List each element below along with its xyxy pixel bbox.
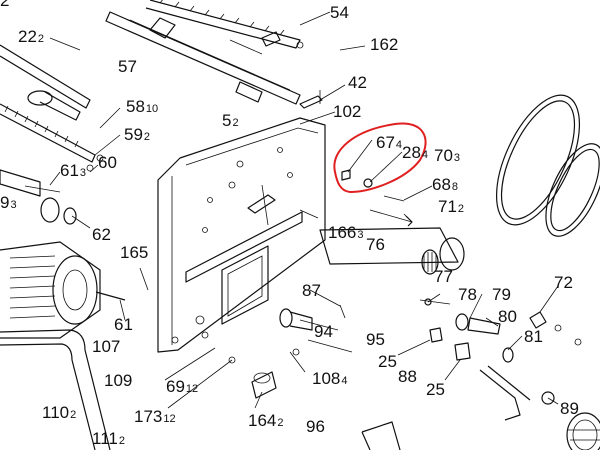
part-label-88: 88	[398, 367, 417, 386]
part-label-77: 77	[434, 267, 453, 286]
bottom-parts	[228, 304, 401, 450]
part-label-28: 284	[402, 143, 428, 162]
part-label-60: 60	[98, 153, 117, 172]
part-label-72: 72	[554, 273, 573, 292]
part-label-173: 17312	[134, 407, 176, 426]
main-plate	[157, 117, 326, 353]
gear-cluster-left	[0, 154, 104, 225]
gear-89	[479, 365, 600, 450]
right-small-parts	[419, 298, 582, 363]
part-label-108: 1084	[312, 369, 348, 388]
motor-107	[0, 241, 126, 339]
part-label-9: 93	[0, 193, 17, 212]
highlight-circle-67	[333, 122, 427, 194]
part-label-164: 1642	[248, 411, 284, 430]
part-label-54: 54	[330, 3, 349, 22]
part-label-94: 94	[314, 322, 333, 341]
part-label-76: 76	[366, 235, 385, 254]
part-label-166: 1663	[328, 223, 364, 242]
part-label-78: 78	[458, 285, 477, 304]
part-label-69: 6912	[166, 377, 198, 396]
part-label-62: 62	[92, 225, 111, 244]
part-label-57: 57	[118, 57, 137, 76]
bolts-54	[229, 31, 304, 55]
frame-109	[0, 329, 111, 450]
part-label-109: 109	[104, 371, 132, 390]
part-label-165: 165	[120, 243, 148, 262]
part-label-67: 674	[376, 133, 402, 152]
part-label-71: 712	[438, 197, 464, 216]
leader-lines	[49, 11, 559, 409]
bracket-42	[299, 90, 323, 109]
part-label-81: 81	[524, 327, 543, 346]
part-label-89: 89	[560, 399, 579, 418]
shaft-22	[0, 44, 91, 121]
part-label-79: 79	[492, 285, 511, 304]
part-label-61a: 613	[60, 161, 86, 180]
part-label-107: 107	[92, 337, 120, 356]
rack-left	[0, 103, 96, 163]
part-label-42: 42	[348, 73, 367, 92]
part-label-25a: 25	[378, 352, 397, 371]
rack-top	[145, 0, 301, 49]
part-label-87: 87	[302, 281, 321, 300]
part-label-95: 95	[366, 330, 385, 349]
screws-67-71	[341, 169, 413, 227]
part-label-102: 102	[333, 102, 361, 121]
part-label-68: 688	[432, 175, 458, 194]
part-label-61b: 61	[114, 315, 133, 334]
shaft-57	[105, 11, 301, 105]
part-label-162: 162	[370, 35, 398, 54]
part-label-110: 1102	[42, 403, 76, 422]
roller-77	[319, 227, 465, 275]
part-label-22: 222	[18, 27, 44, 46]
part-label-80: 80	[498, 307, 517, 326]
part-label-5: 52	[222, 111, 239, 130]
part-label-96: 96	[306, 417, 325, 436]
part-label-58: 5810	[126, 97, 158, 116]
part-label-25b: 25	[426, 380, 445, 399]
part-label-59: 592	[124, 125, 150, 144]
belts	[495, 94, 600, 237]
part-label-70: 703	[434, 146, 460, 165]
part-label-111: 1112	[92, 429, 125, 448]
part-label-top2: 2	[0, 0, 9, 10]
